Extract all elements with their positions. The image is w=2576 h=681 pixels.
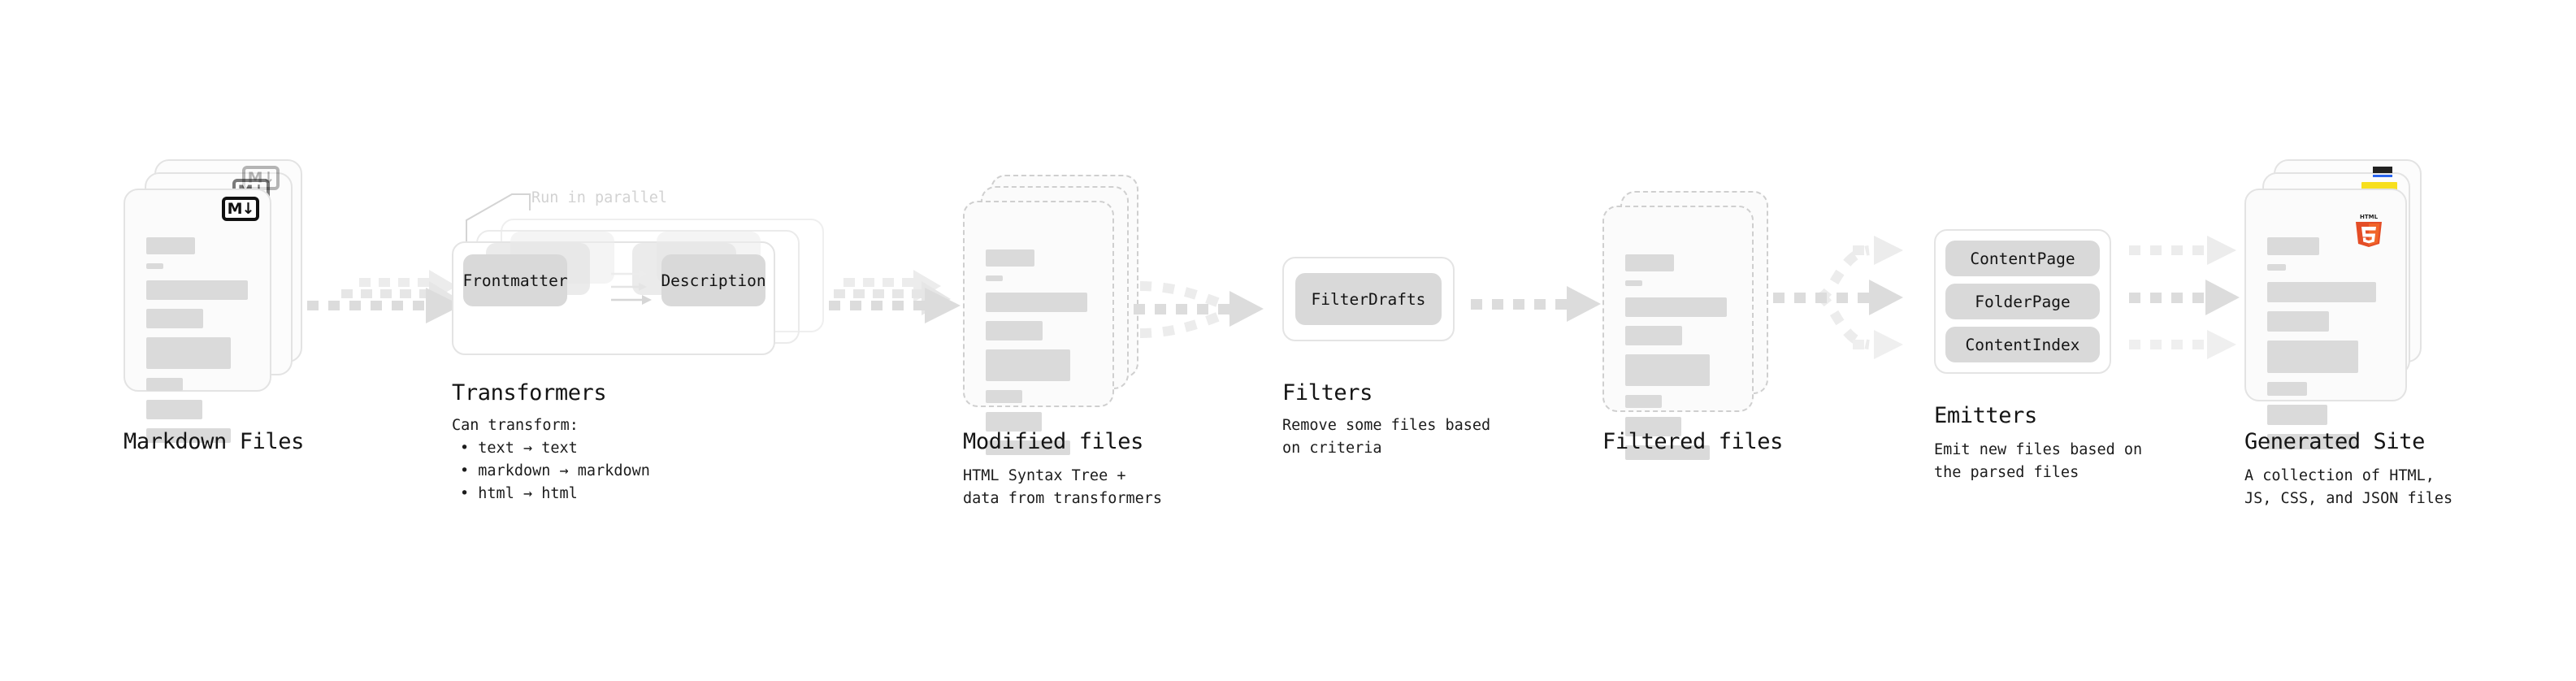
content-bar — [1625, 297, 1727, 317]
content-bar — [986, 293, 1087, 312]
html5-icon: HTML — [2353, 211, 2384, 249]
content-bar — [986, 440, 1070, 455]
content-bar — [146, 237, 195, 254]
modified-files-subtitle: HTML Syntax Tree + data from transformer… — [963, 467, 1163, 508]
emitter-chip-folderpage[interactable]: FolderPage — [1945, 284, 2100, 319]
emitter-chip-contentindex[interactable]: ContentIndex — [1945, 327, 2100, 362]
content-bar — [146, 280, 248, 300]
flow-arrow-1 — [307, 270, 462, 345]
transformers-subtitle: Can transform: — [452, 417, 579, 434]
content-bar — [1625, 417, 1681, 436]
content-bar — [146, 378, 183, 391]
emitters-subtitle: Emit new files based on the parsed files — [1934, 441, 2143, 482]
generated-card-content — [2267, 237, 2391, 458]
content-bar — [986, 275, 1003, 281]
filtered-card-content — [1625, 254, 1737, 469]
flow-arrow-4 — [1471, 286, 1609, 335]
stage-filtered-files — [1602, 191, 1789, 460]
flow-arrow-2 — [829, 270, 975, 345]
svg-text:HTML: HTML — [2360, 214, 2379, 220]
flow-arrow-5-split — [1773, 218, 1928, 380]
filter-chip-filterdrafts[interactable]: FilterDrafts — [1295, 273, 1442, 325]
markdown-card-content — [146, 237, 255, 452]
stage-title-generated-site: Generated Site — [2244, 429, 2425, 454]
content-bar — [1625, 326, 1682, 345]
flow-arrow-3 — [1134, 268, 1288, 358]
content-bar — [986, 412, 1042, 432]
content-bar — [1625, 395, 1662, 408]
stage-emitters: ContentPage FolderPage ContentIndex — [1934, 229, 2121, 380]
filters-subtitle: Remove some files based on criteria — [1282, 417, 1491, 458]
stage-modified-files — [963, 175, 1150, 455]
content-bar — [1625, 254, 1674, 271]
stage-title-emitters: Emitters — [1934, 403, 2037, 428]
css3-icon — [2373, 166, 2392, 177]
stage-title-markdown-files: Markdown Files — [124, 429, 304, 454]
content-bar — [146, 337, 231, 369]
emitter-chip-contentpage[interactable]: ContentPage — [1945, 241, 2100, 276]
run-in-parallel-label: Run in parallel — [531, 189, 668, 206]
content-bar — [1625, 280, 1642, 286]
content-bar — [986, 390, 1022, 403]
content-bar — [146, 400, 202, 419]
stage-markdown-files: M↓ M↓ M↓ — [124, 159, 310, 443]
stage-title-modified-files: Modified files — [963, 429, 1143, 454]
content-bar — [986, 349, 1070, 381]
transformer-chip-frontmatter[interactable]: Frontmatter — [462, 254, 568, 306]
content-bar — [2267, 405, 2327, 425]
stage-generated-site: HTML — [2244, 159, 2439, 449]
generated-file-stack: HTML — [2244, 159, 2439, 449]
transformers-bullet-2: • html → html — [460, 485, 578, 502]
transformers-bullet-1: • markdown → markdown — [460, 462, 650, 479]
content-bar — [146, 428, 231, 443]
stage-transformers: Run in parallel Frontmatter Description — [449, 189, 839, 362]
content-bar — [2267, 382, 2307, 396]
content-bar — [986, 249, 1034, 267]
filtered-card-front — [1602, 206, 1754, 460]
content-bar — [2267, 282, 2376, 302]
generated-site-subtitle: A collection of HTML, JS, CSS, and JSON … — [2244, 467, 2453, 508]
modified-card-content — [986, 249, 1098, 464]
content-bar — [2267, 434, 2358, 449]
modified-card-front — [963, 201, 1114, 455]
stage-title-transformers: Transformers — [452, 380, 607, 406]
content-bar — [1625, 354, 1710, 386]
content-bar — [2267, 264, 2286, 271]
content-bar — [2267, 237, 2319, 255]
transformers-bullet-0: • text → text — [460, 440, 578, 457]
content-bar — [2267, 340, 2358, 373]
run-in-parallel-bracket — [466, 193, 531, 246]
markdown-icon: M↓ — [222, 197, 259, 221]
content-bar — [146, 309, 203, 328]
stage-title-filters: Filters — [1282, 380, 1373, 406]
content-bar — [986, 321, 1043, 340]
content-bar — [146, 263, 163, 269]
flow-arrow-6-merge — [2129, 218, 2283, 380]
stage-filters: FilterDrafts — [1282, 257, 1461, 346]
transformer-inner-arrows — [611, 270, 652, 305]
transformer-chip-description[interactable]: Description — [661, 254, 766, 306]
content-bar — [2267, 311, 2329, 332]
content-bar — [1625, 445, 1710, 460]
stage-title-filtered-files: Filtered files — [1602, 429, 1783, 454]
markdown-card-front — [124, 189, 271, 443]
